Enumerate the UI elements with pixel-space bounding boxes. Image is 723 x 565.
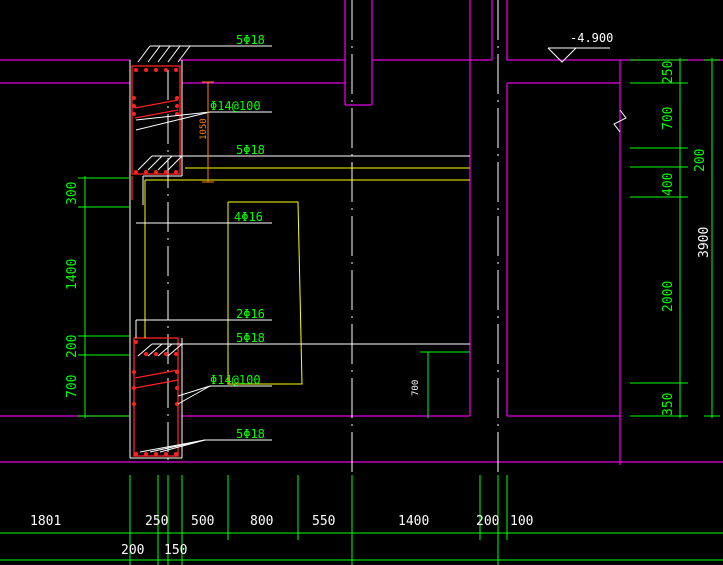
elevation-marker — [547, 47, 610, 63]
rebar-label-top-mid: 5Φ18 — [236, 143, 265, 157]
rebar-label-top-stirrup: Φ14@100 — [210, 99, 261, 113]
right-dims: 250 700 400 200 2000 350 — [661, 61, 708, 416]
right-dim-5: 350 — [661, 393, 676, 416]
rebar-label-group: 5Φ18 Φ14@100 5Φ18 4Φ16 2Φ16 5Φ18 Φ14@100… — [210, 33, 265, 441]
left-dims: 300 1400 200 700 — [65, 182, 80, 398]
leader-lines — [135, 45, 470, 453]
right-dim-2: 400 — [661, 173, 676, 196]
right-dim-3: 200 — [693, 149, 708, 172]
rebar-label-side: 4Φ16 — [234, 210, 263, 224]
bottom-dim-5: 1400 — [398, 514, 429, 529]
bottom-dim-3: 800 — [250, 514, 273, 529]
rebar-cage — [131, 65, 181, 457]
break-line — [613, 109, 627, 133]
bottom-dim-0: 1801 — [30, 514, 61, 529]
rebar-label-lower-bar: 2Φ16 — [236, 307, 265, 321]
inner-dim-700: 700 — [411, 380, 421, 396]
rebar-label-top-main: 5Φ18 — [236, 33, 265, 47]
right-dim-4: 2000 — [661, 281, 676, 312]
dimension-lines — [0, 58, 723, 561]
rebar-label-bottom-main: 5Φ18 — [236, 427, 265, 441]
bottom-dim-lower-0: 200 — [121, 543, 144, 558]
left-dim-3: 700 — [65, 375, 80, 398]
rebar-label-lower-main: 5Φ18 — [236, 331, 265, 345]
wall-outlines — [0, 0, 723, 465]
rebar-dots — [132, 68, 179, 456]
elevation-label: -4.900 — [570, 31, 613, 45]
bottom-dim-7: 100 — [510, 514, 533, 529]
bottom-dim-lower-1: 150 — [164, 543, 187, 558]
bottom-dim-4: 550 — [312, 514, 335, 529]
right-dim-0: 250 — [661, 61, 676, 84]
small-dim-label: 1050 — [199, 118, 209, 140]
right-total-dim: 3900 — [697, 227, 712, 258]
grid-axis-lines — [167, 0, 499, 565]
left-dim-1: 1400 — [65, 259, 80, 290]
bottom-dim-6: 200 — [476, 514, 499, 529]
left-dim-0: 300 — [65, 182, 80, 205]
bottom-dim-2: 500 — [191, 514, 214, 529]
bottom-dim-1: 250 — [145, 514, 168, 529]
bottom-dim-ticks — [129, 475, 508, 565]
bottom-dims: 1801 250 500 800 550 1400 200 100 200 15… — [30, 514, 533, 558]
small-dim-lines — [202, 81, 214, 183]
right-dim-1: 700 — [661, 107, 676, 130]
rebar-label-bottom-stirrup: Φ14@100 — [210, 373, 261, 387]
left-dim-2: 200 — [65, 335, 80, 358]
yellow-bars — [144, 167, 470, 385]
